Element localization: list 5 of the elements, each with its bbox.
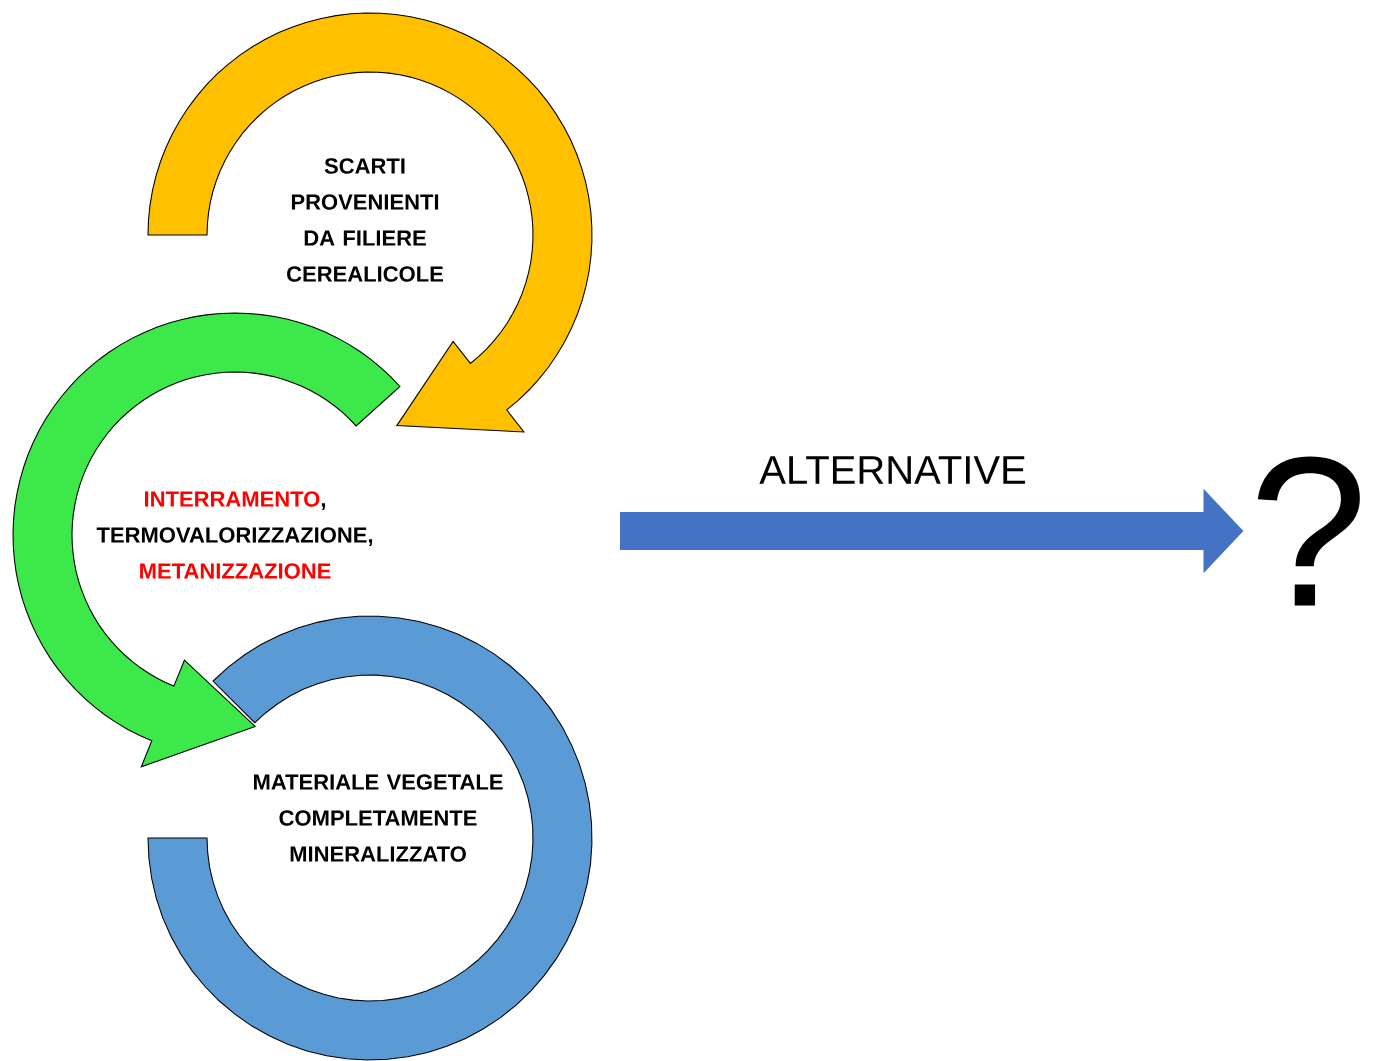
edge-label: ALTERNATIVE <box>757 454 1029 486</box>
circular-band: MATERIALE VEGETALE COMPLETAMENTE MINERALIZZATO <box>147 615 593 1061</box>
circular-band: SCARTI PROVENIENTI DA FILIERE CEREALICOLE <box>147 12 593 433</box>
circular-band: INTERRAMENTO, TERMOVALORIZZAZIONE, METANIZZAZIONE <box>12 312 401 768</box>
question-mark: ? <box>1257 456 1360 606</box>
